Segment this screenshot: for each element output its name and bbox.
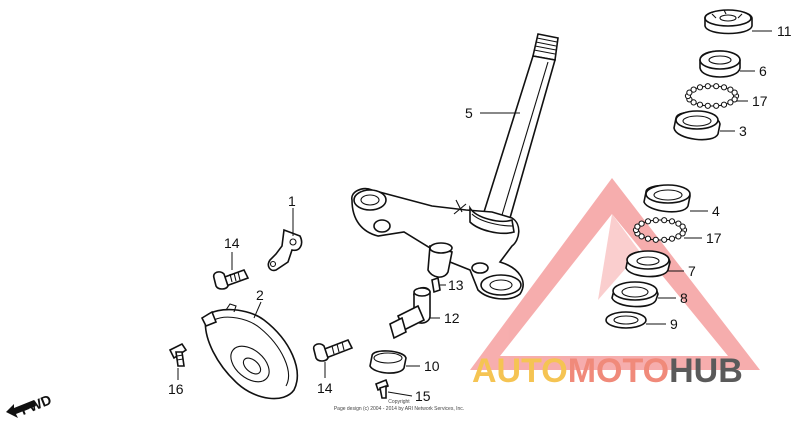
callout-11: 11 [777,23,792,39]
callout-9: 9 [670,316,678,332]
bearing-ball [690,99,697,106]
copyright-line-1: Copyright [388,399,410,405]
callout-14-upper: 14 [224,235,240,251]
bearing-ball [638,233,645,240]
bearing-ball [704,102,711,109]
bearing-ball [696,101,704,108]
forward-direction-arrow: FWD [6,391,54,418]
bearing-ball [661,217,668,224]
lower-ball-bearing [632,217,688,243]
bearing-ball [731,89,738,96]
bearing-ball [661,236,668,243]
watermark-logo: AUTOMOTOHUB [472,352,743,390]
bearing-ball [668,235,676,242]
bearing-ball [675,233,682,240]
callout-17-upper: 17 [752,93,768,109]
bearing-ball [704,83,711,90]
svg-text:AUTOMOTOHUB: AUTOMOTOHUB [472,352,743,390]
callout-10: 10 [424,358,440,374]
bearing-ball [713,102,720,109]
horn-bracket [267,228,303,272]
bearing-ball [727,86,734,93]
bearing-ball [675,220,682,227]
callout-12: 12 [444,310,460,326]
bearing-ball [731,96,738,103]
callout-16: 16 [168,381,184,397]
bearing-ball [668,218,676,225]
bearing-ball [652,217,659,224]
watermark-text-hub: HUB [669,352,743,390]
bearing-ball [727,99,734,106]
bearing-ball [679,223,686,230]
small-screw [168,342,188,367]
callout-6: 6 [759,63,767,79]
leader-lines [177,30,772,397]
bearing-ball [690,86,697,93]
bolt-lower [312,338,354,362]
upper-ball-bearing [684,83,740,109]
upper-outer-race [673,110,721,141]
callout-15: 15 [415,388,431,404]
lower-outer-race [643,184,691,213]
bearing-ball [652,236,659,243]
dust-seal [611,281,659,308]
bearing-ball [634,223,641,230]
callout-4: 4 [712,203,720,219]
callout-2: 2 [256,287,264,303]
bearing-ball [713,83,720,90]
bearing-ball [720,101,728,108]
small-bolt [375,378,389,399]
bearing-ball [638,220,645,227]
bearing-ball [720,84,728,91]
watermark-triangle [470,178,760,370]
stopper-plate [369,350,407,374]
bearing-ball [686,89,693,96]
steering-stem [351,33,559,300]
upper-cone-race [699,50,741,78]
callout-1: 1 [288,193,296,209]
fwd-label: FWD [18,391,54,418]
horn [200,303,299,400]
callout-17-lower: 17 [706,230,722,246]
pin [431,276,441,294]
watermark-text-auto: AUTO [472,352,568,390]
bearing-ball [644,218,652,225]
callout-13: 13 [448,277,464,293]
steering-stop-switch [389,286,431,340]
bearing-ball [644,235,652,242]
bearing-ball [679,230,686,237]
callout-3: 3 [739,123,747,139]
callout-14-lower: 14 [317,380,333,396]
copyright-line-2: Page design (c) 2004 - 2014 by ARI Netwo… [334,406,464,412]
callout-7: 7 [688,263,696,279]
lower-cone-race [625,250,671,278]
washer [605,311,647,329]
top-nut [704,9,753,35]
callout-labels: 11 6 17 3 4 17 7 8 9 5 1 2 14 14 16 13 1… [168,23,792,404]
callout-5: 5 [465,105,473,121]
bearing-ball [696,84,704,91]
bolt-upper [212,269,250,290]
callout-8: 8 [680,290,688,306]
watermark-text-moto: MOTO [568,352,669,390]
